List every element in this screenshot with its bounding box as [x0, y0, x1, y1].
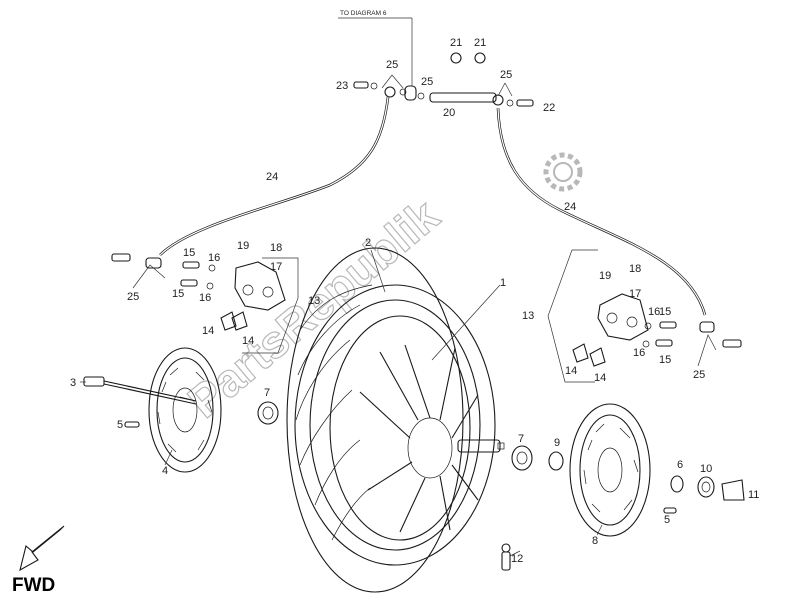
- callout-25: 25: [421, 76, 433, 88]
- callout-16: 16: [633, 347, 645, 359]
- callout-18: 18: [270, 242, 282, 254]
- callout-8: 8: [592, 535, 598, 547]
- callout-19: 19: [599, 270, 611, 282]
- callout-22: 22: [543, 102, 555, 114]
- callout-25: 25: [500, 69, 512, 81]
- brake-disc-right: [569, 403, 651, 537]
- callout-25: 25: [127, 291, 139, 303]
- callout-24: 24: [266, 171, 278, 183]
- callout-14: 14: [594, 372, 606, 384]
- callout-7: 7: [264, 387, 270, 399]
- brake-hose-left: [111, 96, 390, 269]
- diagram-reference-text: TO DIAGRAM 6: [340, 10, 387, 17]
- part-21-clip-left: [450, 52, 462, 64]
- part-23-bolt: [353, 81, 369, 89]
- callout-13: 13: [308, 295, 320, 307]
- brake-hose-right: [496, 107, 742, 348]
- callout-23: 23: [336, 80, 348, 92]
- callout-25: 25: [693, 369, 705, 381]
- callout-15: 15: [659, 354, 671, 366]
- callout-25: 25: [386, 59, 398, 71]
- callout-18: 18: [629, 263, 641, 275]
- callout-14: 14: [565, 365, 577, 377]
- callout-15: 15: [183, 247, 195, 259]
- callout-7: 7: [518, 433, 524, 445]
- part-11-cap: [721, 479, 745, 501]
- callout-24: 24: [564, 201, 576, 213]
- callout-20: 20: [443, 107, 455, 119]
- callout-11: 11: [748, 489, 759, 501]
- leader-lines: [80, 74, 717, 557]
- callout-labels: 21 21 25 25 23 25 20 22 24 24 2 1 19 18 …: [70, 37, 759, 565]
- callout-12: 12: [511, 553, 523, 565]
- callout-19: 19: [237, 240, 249, 252]
- callout-14: 14: [242, 335, 254, 347]
- callout-14: 14: [202, 325, 214, 337]
- callout-17: 17: [629, 288, 641, 300]
- callout-4: 4: [162, 465, 168, 477]
- part-20-pipe: [429, 92, 497, 103]
- bearing-left: [257, 401, 279, 425]
- forward-label: FWD: [12, 575, 55, 596]
- part-9-seal: [548, 451, 564, 471]
- callout-17: 17: [270, 261, 282, 273]
- callout-2: 2: [365, 237, 371, 249]
- right-axle-hardware: [511, 445, 745, 514]
- brake-disc-left: [124, 347, 222, 473]
- part-21-clip-right: [474, 52, 486, 64]
- forward-arrow-icon: [19, 525, 65, 572]
- callout-15: 15: [659, 306, 671, 318]
- diagram-reference: TO DIAGRAM 6: [338, 10, 413, 72]
- callout-10: 10: [700, 463, 712, 475]
- callout-5: 5: [117, 419, 123, 431]
- callout-6: 6: [677, 459, 683, 471]
- brake-hose-manifold: [353, 52, 534, 107]
- gear-watermark-icon: [543, 152, 583, 192]
- callout-16: 16: [208, 252, 220, 264]
- callout-16: 16: [648, 306, 660, 318]
- callout-1: 1: [500, 277, 506, 289]
- callout-21: 21: [450, 37, 462, 49]
- callout-13: 13: [522, 310, 534, 322]
- callout-15: 15: [172, 288, 184, 300]
- part-6-spacer: [670, 475, 684, 493]
- front-wheel: [286, 247, 505, 593]
- part-10-bearing: [697, 476, 715, 498]
- callout-16: 16: [199, 292, 211, 304]
- callout-9: 9: [554, 437, 560, 449]
- tire-valve: [501, 543, 511, 571]
- callout-21: 21: [474, 37, 486, 49]
- caliper-left: [180, 257, 299, 354]
- part-7-bearing-right: [511, 445, 533, 471]
- callout-3: 3: [70, 377, 76, 389]
- callout-5: 5: [664, 514, 670, 526]
- caliper-right: [547, 249, 677, 383]
